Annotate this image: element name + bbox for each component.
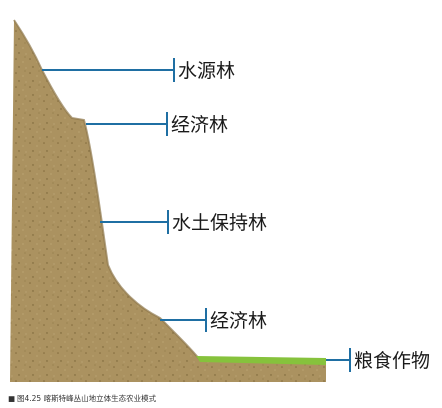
leader-grain-crops xyxy=(326,348,351,372)
leader-economic-forest-upper xyxy=(86,112,168,136)
figure-caption: 图4.25 喀斯特峰丛山地立体生态农业模式 xyxy=(17,393,157,403)
label-soil-water-conservation-forest: 水土保持林 xyxy=(172,212,267,234)
label-grain-crops: 粮食作物 xyxy=(354,350,430,372)
label-economic-forest-lower: 经济林 xyxy=(210,310,267,332)
caption-marker: ■ xyxy=(8,394,15,403)
label-water-source-forest: 水源林 xyxy=(178,60,235,82)
label-economic-forest-upper: 经济林 xyxy=(171,114,228,136)
slope-shadow-edge xyxy=(13,19,201,361)
soil-texture-overlay xyxy=(10,20,326,382)
leader-economic-forest-lower xyxy=(160,308,207,332)
leader-water-source-forest xyxy=(42,58,175,82)
crop-field-strip xyxy=(196,356,326,365)
leader-soil-water-conservation-forest xyxy=(100,210,169,234)
